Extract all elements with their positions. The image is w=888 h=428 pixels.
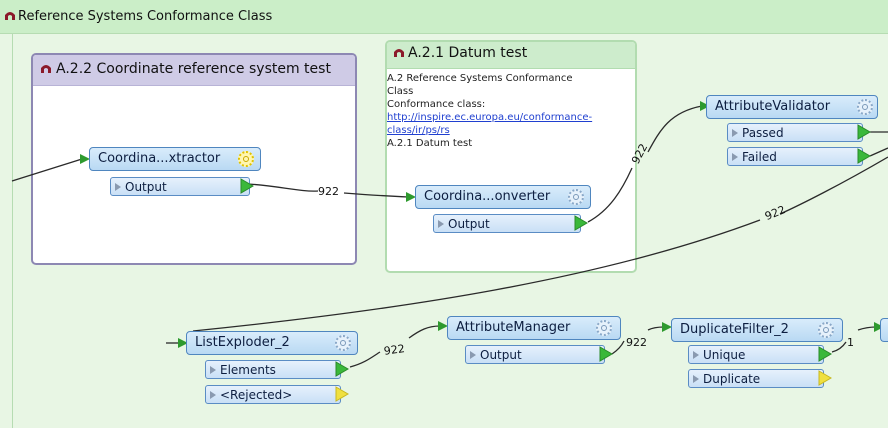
transformer-label: Coordina...onverter [424,189,551,204]
gear-icon[interactable] [568,189,584,205]
connection-incoming-extractor [11,158,83,182]
transformer-label: Coordina...xtractor [98,151,221,166]
transformer-offscreen[interactable] [880,318,888,342]
outer-bookmark-header[interactable] [0,0,888,34]
conformance-class-link[interactable]: http://inspire.ec.europa.eu/conformance- [387,112,593,123]
port-rejected[interactable]: <Rejected> [205,385,341,404]
rejected-port-icon[interactable] [335,386,349,402]
port-label: <Rejected> [220,388,293,402]
arrow-head [406,192,416,202]
transformer-label: AttributeValidator [715,99,831,114]
bookmark-datum-test[interactable] [385,40,637,273]
arrow-head [80,154,90,164]
gear-icon[interactable] [238,151,254,167]
connection-validator-exploder [192,156,888,332]
outer-bookmark-title: Reference Systems Conformance Class [18,9,273,24]
annotation[interactable]: A.2 Reference Systems Conformance Class … [387,72,635,150]
port-output[interactable]: Output [110,177,250,196]
bookmark-header[interactable] [33,55,355,86]
connection-converter-validator [587,105,703,223]
port-label: Output [480,348,522,362]
port-label: Duplicate [703,372,761,386]
port-passed[interactable]: Passed [727,123,863,142]
chevron-right-icon [693,351,699,359]
connection-exploder-manager [349,325,441,368]
output-port-icon[interactable] [335,361,349,377]
transformer-duplicate-filter[interactable]: DuplicateFilter_2 [671,318,843,342]
chevron-right-icon [732,129,738,137]
feature-count: 922 [318,185,339,198]
output-port-icon[interactable] [818,346,832,362]
bookmark-header[interactable] [387,42,635,69]
bookmark-datum-title: A.2.1 Datum test [408,45,528,61]
chevron-right-icon [210,391,216,399]
port-label: Output [448,217,490,231]
output-port-icon[interactable] [857,124,871,140]
port-failed[interactable]: Failed [727,147,863,166]
transformer-coordinate-extractor[interactable]: Coordina...xtractor [89,147,261,171]
port-duplicate[interactable]: Duplicate [688,369,824,388]
port-output[interactable]: Output [433,214,581,233]
transformer-list-exploder[interactable]: ListExploder_2 [186,331,358,355]
conformance-class-link[interactable]: class/ir/ps/rs [387,125,450,136]
arrow-head [662,322,672,332]
bookmark-icon [41,65,51,73]
port-label: Unique [703,348,746,362]
chevron-right-icon [210,366,216,374]
arrow-head [874,322,884,332]
transformer-attribute-manager[interactable]: AttributeManager [447,316,621,340]
annotation-line: Class [387,86,414,97]
output-port-icon[interactable] [240,178,254,194]
chevron-right-icon [115,183,121,191]
transformer-coordinate-converter[interactable]: Coordina...onverter [415,185,591,209]
transformer-label: AttributeManager [456,320,571,335]
port-label: Failed [742,150,777,164]
port-label: Passed [742,126,784,140]
outer-bookmark-border [12,34,13,428]
annotation-line: A.2.1 Datum test [387,138,473,149]
bookmark-icon [394,49,404,57]
chevron-right-icon [693,375,699,383]
gear-icon[interactable] [335,335,351,351]
annotation-line: Conformance class: [387,99,486,110]
output-port-icon[interactable] [857,148,871,164]
chevron-right-icon [732,153,738,161]
gear-icon[interactable] [596,320,612,336]
connection-extractor-converter [247,183,409,198]
port-output[interactable]: Output [465,345,605,364]
transformer-label: ListExploder_2 [195,335,290,350]
arrow-head [700,101,710,111]
port-unique[interactable]: Unique [688,345,824,364]
bookmark-icon [5,12,15,20]
transformer-label: DuplicateFilter_2 [680,322,789,337]
chevron-right-icon [470,351,476,359]
output-port-icon[interactable] [599,346,613,362]
arrow-head [438,321,448,331]
output-port-icon[interactable] [574,215,588,231]
gear-icon[interactable] [857,99,873,115]
bookmark-coord-title: A.2.2 Coordinate reference system test [56,61,331,77]
connection-validator-outputs [869,131,888,157]
feature-count: 922 [626,336,647,349]
duplicate-port-icon[interactable] [818,370,832,386]
port-label: Output [125,180,167,194]
chevron-right-icon [438,220,444,228]
port-label: Elements [220,363,276,377]
gear-icon[interactable] [818,322,834,338]
annotation-line: A.2 Reference Systems Conformance [387,73,573,84]
port-elements[interactable]: Elements [205,360,341,379]
feature-count: 1 [847,336,854,349]
transformer-attribute-validator[interactable]: AttributeValidator [706,95,878,119]
arrow-head [178,338,188,348]
